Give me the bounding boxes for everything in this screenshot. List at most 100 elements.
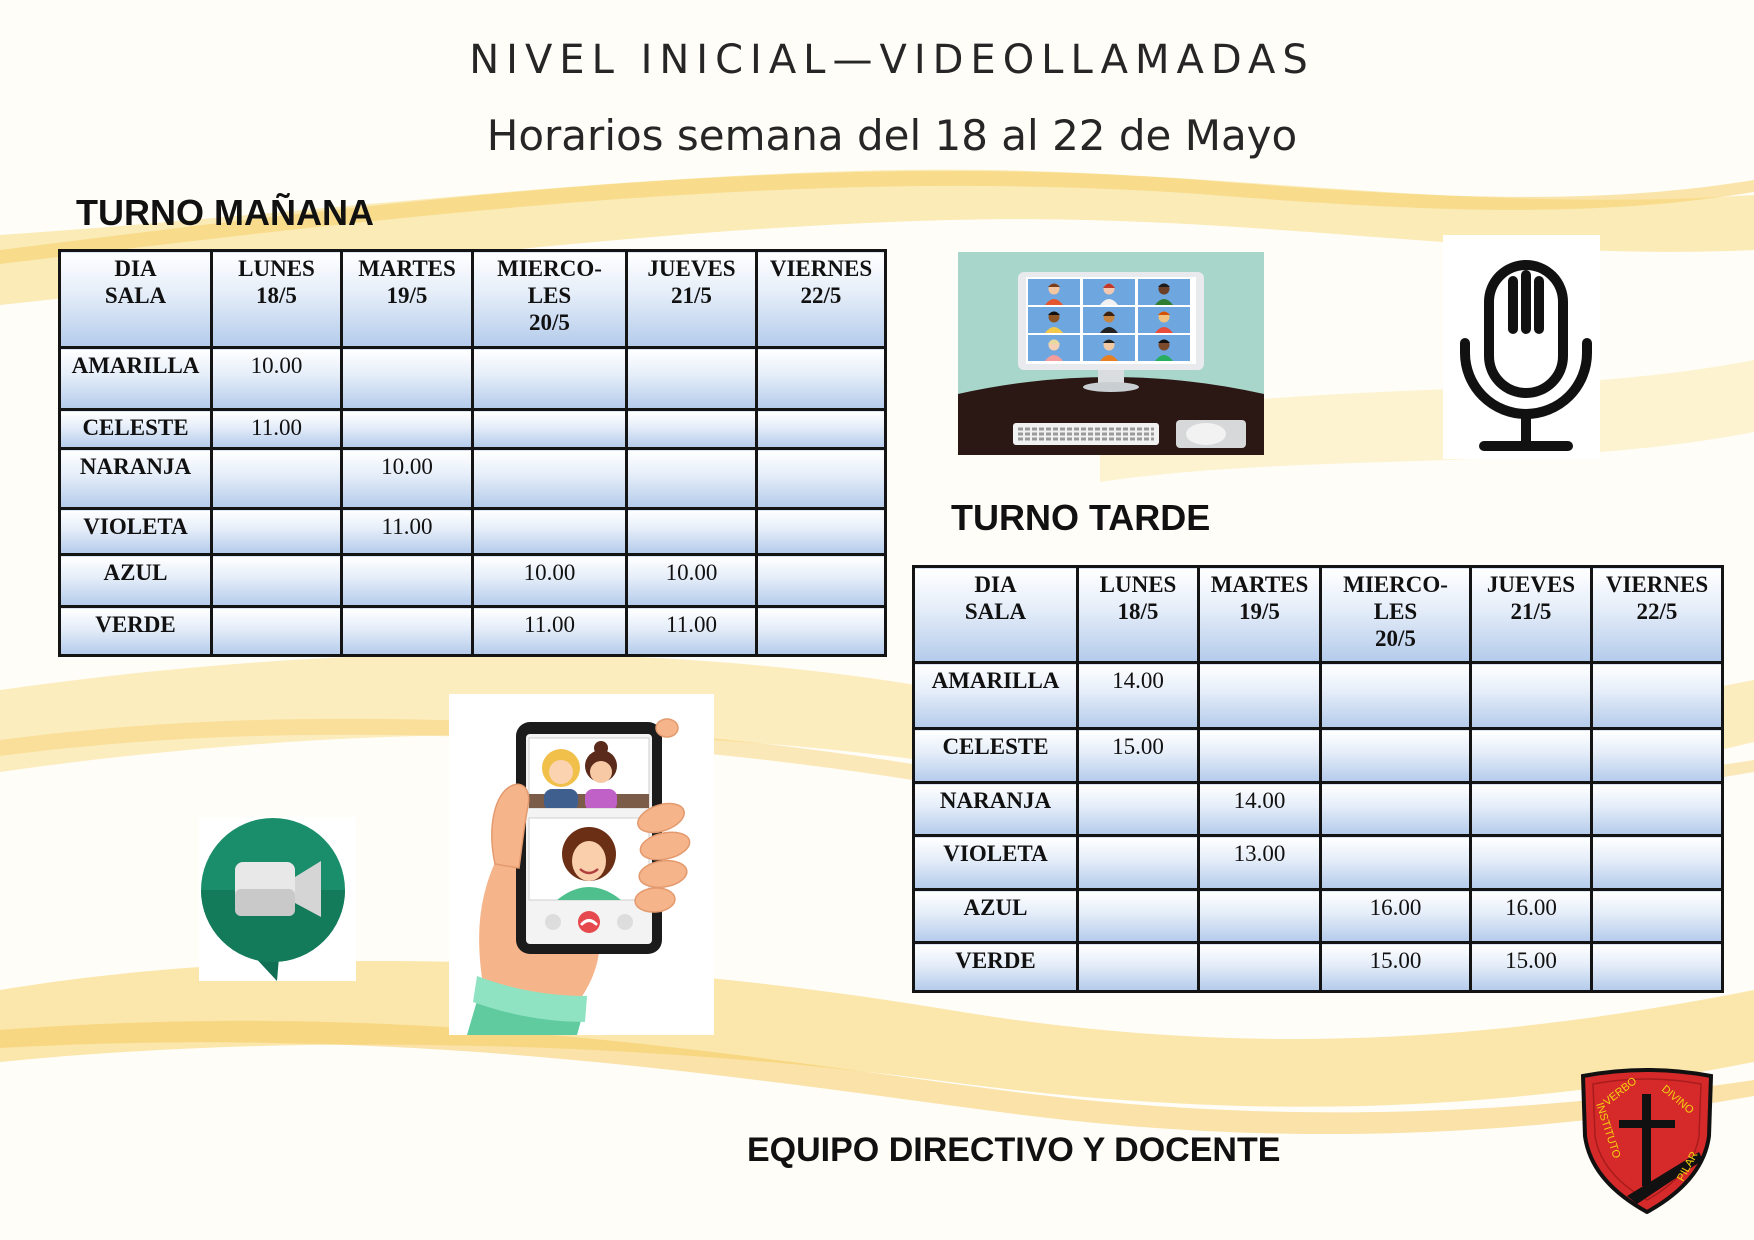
schedule-cell: 15.00 (1319, 941, 1472, 993)
header-day: MARTES 19/5 (1197, 565, 1322, 664)
schedule-cell (1197, 661, 1322, 730)
header-day: LUNES 18/5 (1076, 565, 1200, 664)
google-meet-icon (201, 818, 345, 981)
schedule-cell (340, 346, 474, 411)
schedule-cell (1590, 781, 1724, 837)
table-row: NARANJA 10.00 (58, 447, 887, 510)
schedule-cell: 10.00 (210, 346, 343, 411)
room-label: VERDE (58, 605, 213, 657)
room-label: VIOLETA (58, 507, 213, 556)
schedule-cell (1076, 781, 1200, 837)
school-shield-logo: INSTITUTO VERBO DIVINO PILAR (1580, 1068, 1714, 1214)
header-day: LUNES 18/5 (210, 249, 343, 349)
schedule-cell (1319, 727, 1472, 784)
schedule-cell (210, 605, 343, 657)
schedule-cell (1076, 888, 1200, 944)
chat-icon (617, 914, 633, 930)
schedule-cell (471, 408, 628, 450)
google-meet-icon-box (199, 817, 356, 981)
room-label: VERDE (912, 941, 1079, 993)
schedule-cell: 11.00 (210, 408, 343, 450)
schedule-cell: 16.00 (1319, 888, 1472, 944)
schedule-cell (1590, 727, 1724, 784)
schedule-cell (755, 553, 887, 608)
hand-palm (479, 844, 599, 999)
header-day: MIERCO- LES 20/5 (1319, 565, 1472, 664)
table-row: VIOLETA 11.00 (58, 507, 887, 556)
microphone-icon-box (1443, 235, 1600, 459)
schedule-cell (755, 605, 887, 657)
schedule-cell: 14.00 (1076, 661, 1200, 730)
room-label: AZUL (58, 553, 213, 608)
schedule-cell (1469, 727, 1593, 784)
schedule-cell: 13.00 (1197, 834, 1322, 891)
schedule-cell (1590, 661, 1724, 730)
schedule-cell: 10.00 (471, 553, 628, 608)
keyboard (1013, 423, 1159, 445)
thumb (491, 783, 530, 869)
schedule-cell (625, 408, 758, 450)
schedule-cell (340, 605, 474, 657)
schedule-cell: 10.00 (340, 447, 474, 510)
header-day: MARTES 19/5 (340, 249, 474, 349)
fingers (634, 718, 691, 913)
schedule-cell (1197, 727, 1322, 784)
schedule-cell (1076, 941, 1200, 993)
schedule-cell (1319, 781, 1472, 837)
schedule-cell (755, 346, 887, 411)
schedule-cell (1319, 661, 1472, 730)
room-label: AMARILLA (58, 346, 213, 411)
schedule-cell (1197, 941, 1322, 993)
schedule-cell (340, 408, 474, 450)
room-label: CELESTE (58, 408, 213, 450)
room-label: NARANJA (912, 781, 1079, 837)
schedule-cell (1469, 834, 1593, 891)
header-day-room: DIA SALA (912, 565, 1079, 664)
mouse (1176, 420, 1246, 448)
afternoon-shift-heading: TURNO TARDE (951, 497, 1211, 538)
schedule-cell (625, 507, 758, 556)
room-label: CELESTE (912, 727, 1079, 784)
schedule-cell: 11.00 (471, 605, 628, 657)
microphone-icon (1460, 260, 1592, 451)
header-day-room: DIA SALA (58, 249, 213, 349)
schedule-cell (625, 447, 758, 510)
table-row: VIOLETA 13.00 (912, 834, 1724, 891)
cross-icon (1642, 1094, 1651, 1186)
room-label: VIOLETA (912, 834, 1079, 891)
schedule-cell (210, 507, 343, 556)
page-title: NIVEL INICIAL—VIDEOLLAMADAS (469, 37, 1315, 83)
room-label: NARANJA (58, 447, 213, 510)
schedule-cell (340, 553, 474, 608)
header-day: MIERCO- LES 20/5 (471, 249, 628, 349)
schedule-cell (1590, 941, 1724, 993)
schedule-cell: 10.00 (625, 553, 758, 608)
header-day: VIERNES 22/5 (1590, 565, 1724, 664)
room-label: AZUL (912, 888, 1079, 944)
header-day: JUEVES 21/5 (625, 249, 758, 349)
schedule-cell: 11.00 (340, 507, 474, 556)
schedule-cell (1469, 661, 1593, 730)
schedule-cell: 11.00 (625, 605, 758, 657)
schedule-cell (1590, 888, 1724, 944)
schedule-cell (210, 553, 343, 608)
phone-video-call-illustration (449, 694, 714, 1035)
phone-device (516, 722, 662, 954)
schedule-cell: 15.00 (1076, 727, 1200, 784)
video-call-computer-illustration (958, 252, 1264, 455)
schedule-cell (1076, 834, 1200, 891)
schedule-cell (755, 447, 887, 510)
schedule-cell (471, 346, 628, 411)
schedule-cell (625, 346, 758, 411)
schedule-cell: 16.00 (1469, 888, 1593, 944)
schedule-cell (210, 447, 343, 510)
